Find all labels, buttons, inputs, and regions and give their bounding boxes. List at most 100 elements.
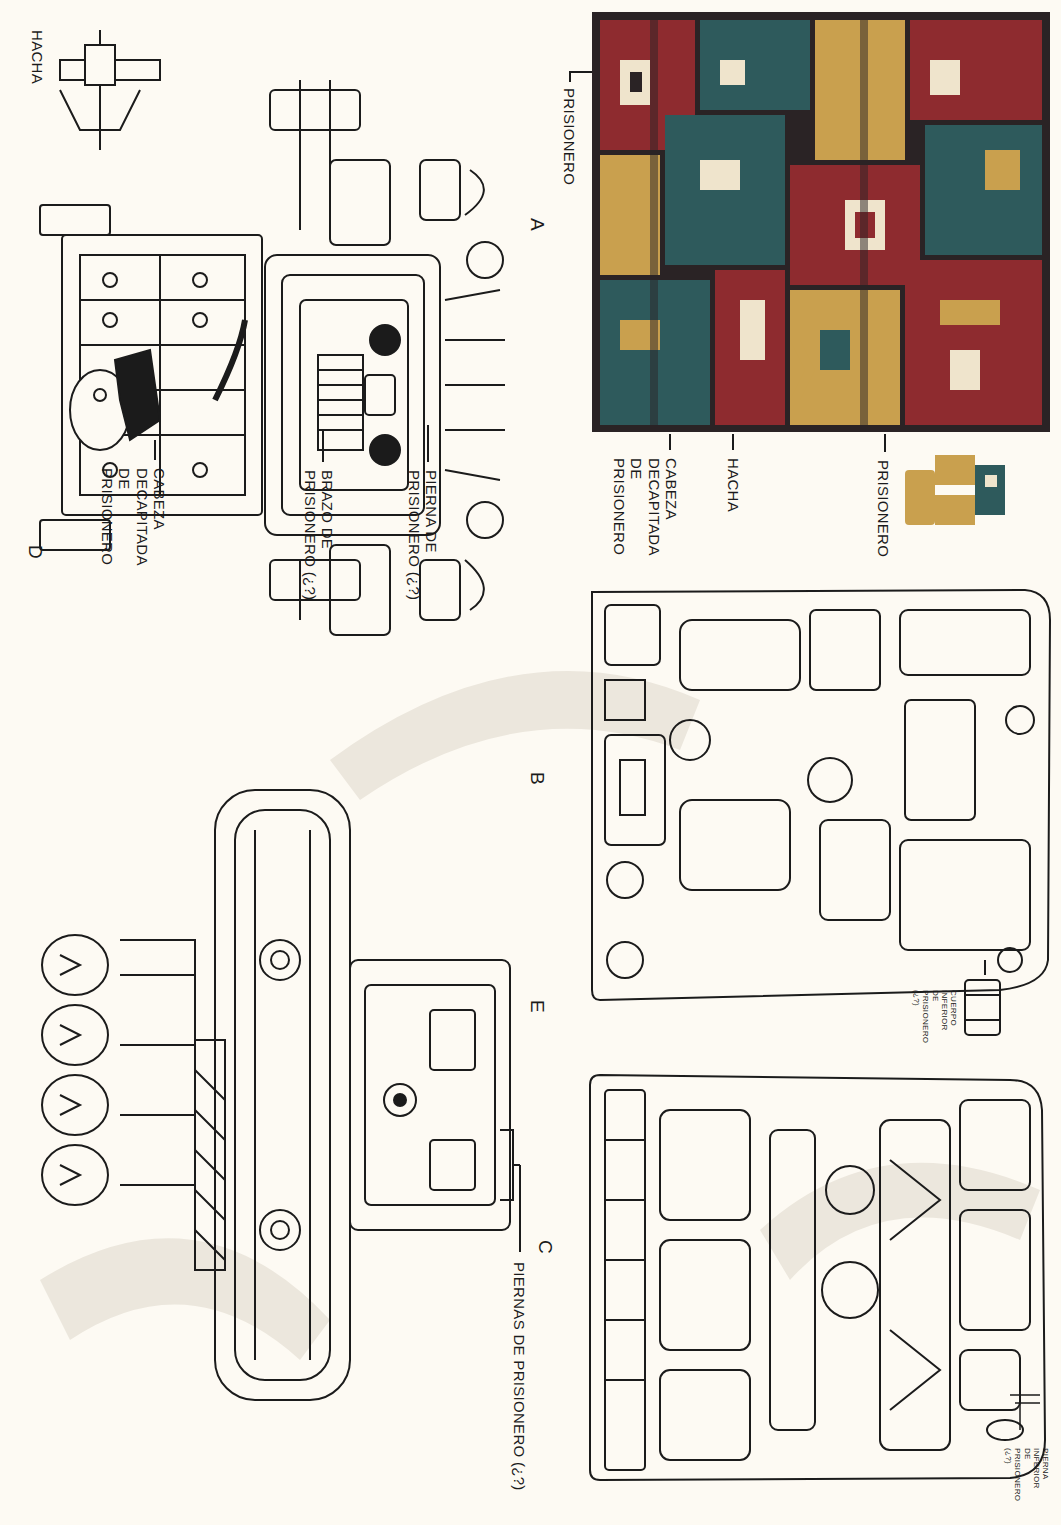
leader-line <box>155 72 985 1252</box>
stone-relief <box>605 605 660 665</box>
textile <box>790 290 900 425</box>
stone-relief <box>607 862 643 898</box>
stone-relief <box>960 1210 1030 1330</box>
staff-god-figure <box>300 300 408 490</box>
stone-relief <box>880 1120 950 1450</box>
leader-line <box>669 434 671 450</box>
stone-relief <box>590 1075 1045 1480</box>
staff-god-figure <box>103 273 117 287</box>
staff-god-figure <box>318 370 363 430</box>
staff-god-figure <box>465 170 484 610</box>
figure-e <box>215 790 350 1400</box>
staff-god-figure <box>330 160 390 245</box>
figure-e <box>195 1040 225 1270</box>
panel-letter: E <box>526 1000 548 1013</box>
staff-god-figure <box>193 313 207 327</box>
staff-god-figure <box>40 205 110 235</box>
figure-e <box>42 1075 108 1135</box>
textile <box>930 60 960 95</box>
textile <box>720 60 745 85</box>
stone-relief <box>826 1166 874 1214</box>
staff-god-figure <box>103 313 117 327</box>
part-label: BRAZO DE PRISIONERO (¿?) <box>302 470 337 620</box>
part-label: PIERNA DE PRISIONERO (¿?) <box>406 470 441 620</box>
panel-letter: C <box>534 1240 556 1254</box>
stone-relief <box>987 1420 1023 1440</box>
staff-god-figure <box>420 160 460 220</box>
stone-relief <box>770 1130 815 1430</box>
textile <box>620 60 650 105</box>
textile <box>700 20 810 110</box>
stone-relief <box>960 1350 1020 1410</box>
stone-relief <box>680 620 800 690</box>
figure-e <box>430 1010 475 1070</box>
stone-relief <box>1010 1395 1040 1430</box>
leader-line <box>732 434 734 450</box>
watermark <box>40 671 1040 1360</box>
part-label: HACHA <box>725 458 742 512</box>
stone-relief <box>905 700 975 820</box>
stone-relief <box>605 1090 645 1470</box>
part-label: CABEZA DECAPITADA DE PRISIONERO <box>611 458 680 555</box>
stone-relief <box>605 1140 645 1380</box>
staff-god-figure <box>365 375 395 415</box>
stone-relief <box>890 1160 940 1410</box>
stone-relief <box>660 1110 750 1220</box>
figure-e <box>195 1070 225 1260</box>
staff-god-figure <box>318 355 363 450</box>
part-label: CABEZA DECAPITADA DE PRISIONERO <box>99 468 168 565</box>
textile <box>650 20 658 425</box>
watermark <box>40 1238 330 1360</box>
leader-line <box>519 1165 521 1252</box>
textile <box>940 300 1000 325</box>
stone-relief <box>592 590 1050 1000</box>
prisoner-figure <box>935 495 975 525</box>
staff-god-figure <box>40 30 505 635</box>
part-label: PIERNAS DE PRISIONERO (¿?) <box>511 1262 528 1491</box>
textile <box>905 260 1042 425</box>
staff-god-figure <box>60 90 140 130</box>
staff-god-figure <box>445 290 505 480</box>
part-label: HACHA <box>29 30 46 84</box>
stone-relief <box>670 720 710 760</box>
textile <box>790 340 815 400</box>
staff-god-figure <box>85 45 115 85</box>
figure-e <box>260 1210 300 1250</box>
figure-e <box>120 940 195 1185</box>
textile <box>910 20 1042 120</box>
figure-e <box>235 810 330 1380</box>
staff-god-figure <box>115 350 160 440</box>
stone-relief <box>965 980 1000 1035</box>
stone-relief <box>900 840 1030 950</box>
textile <box>790 165 920 285</box>
figure-e <box>384 1084 416 1116</box>
figure-e <box>42 935 108 995</box>
staff-god-figure <box>467 242 503 278</box>
leader-line <box>322 430 324 462</box>
stone-relief <box>1006 706 1034 734</box>
figure-e <box>255 830 310 1360</box>
stone-relief <box>900 610 1030 675</box>
leader-line <box>984 960 986 975</box>
figure-e <box>365 985 495 1205</box>
staff-god-figure <box>270 90 360 130</box>
figure-e <box>350 960 510 1230</box>
figure-e <box>271 1221 289 1239</box>
stone-relief <box>605 735 665 845</box>
textile <box>630 72 642 92</box>
figure-e <box>394 1094 406 1106</box>
leader-line <box>427 425 429 462</box>
watermark <box>760 1163 1040 1280</box>
figure-e <box>271 951 289 969</box>
stone-relief <box>620 760 645 815</box>
prisoner-figure <box>935 455 975 485</box>
stone-relief <box>960 1100 1030 1190</box>
panel-letter: D <box>24 545 46 559</box>
figure-e <box>42 1005 108 1065</box>
stone-relief <box>965 995 1000 1020</box>
panel-letter: A <box>526 218 548 231</box>
staff-god-figure <box>193 273 207 287</box>
prisoner-figure <box>905 455 1005 525</box>
prisoner-figure <box>985 475 997 487</box>
part-label: PIERNA INFERIOR DE PRISIONERO (¿?) <box>1004 1448 1050 1501</box>
